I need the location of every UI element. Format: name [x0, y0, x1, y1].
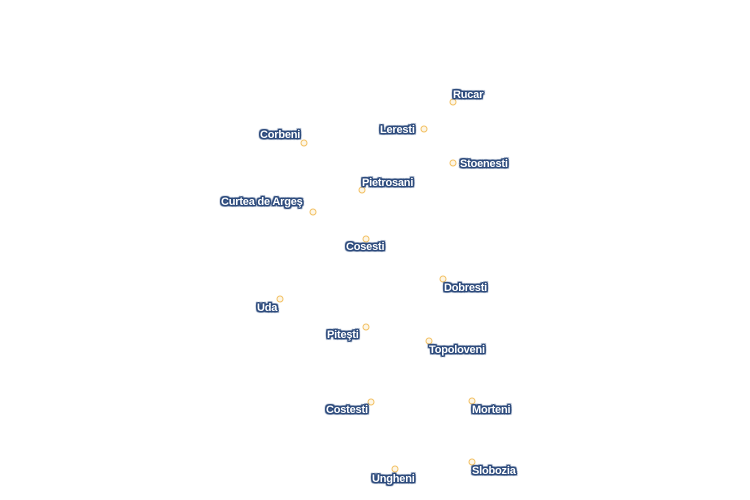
place-marker-icon[interactable]	[276, 295, 284, 303]
place-marker-icon[interactable]	[358, 186, 366, 194]
place-marker-icon[interactable]	[300, 139, 308, 147]
place-label[interactable]: Piteşti	[327, 329, 359, 341]
place-label[interactable]: Pietrosani	[362, 177, 414, 189]
place-label[interactable]: Costesti	[326, 404, 368, 416]
place-marker-icon[interactable]	[468, 458, 476, 466]
place-label[interactable]: Rucar	[453, 89, 484, 101]
place-marker-icon[interactable]	[309, 208, 317, 216]
place-marker-icon[interactable]	[420, 125, 428, 133]
place-label[interactable]: Cosesti	[346, 241, 385, 253]
place-label[interactable]: Dobresti	[444, 282, 488, 294]
place-label[interactable]: Corbeni	[260, 129, 301, 141]
place-marker-icon[interactable]	[391, 465, 399, 473]
place-marker-icon[interactable]	[449, 98, 457, 106]
place-label[interactable]: Topoloveni	[429, 344, 485, 356]
place-label[interactable]: Uda	[257, 302, 278, 314]
place-label[interactable]: Curtea de Argeş	[221, 196, 303, 208]
place-marker-icon[interactable]	[362, 323, 370, 331]
place-marker-icon[interactable]	[449, 159, 457, 167]
place-label[interactable]: Morteni	[472, 404, 511, 416]
place-marker-icon[interactable]	[367, 398, 375, 406]
place-label[interactable]: Stoenesti	[460, 158, 508, 170]
place-marker-icon[interactable]	[468, 397, 476, 405]
place-marker-icon[interactable]	[425, 337, 433, 345]
place-label[interactable]: Leresti	[380, 124, 415, 136]
place-marker-icon[interactable]	[439, 275, 447, 283]
place-label[interactable]: Ungheni	[372, 473, 415, 485]
place-marker-icon[interactable]	[362, 235, 370, 243]
place-label[interactable]: Slobozia	[472, 465, 516, 477]
